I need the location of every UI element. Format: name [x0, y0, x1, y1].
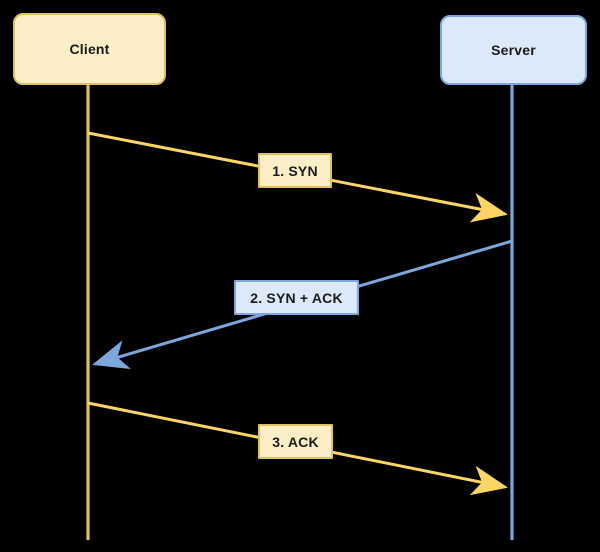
participant-server[interactable]: Server: [440, 15, 587, 85]
message-label-syn-ack[interactable]: 2. SYN + ACK: [234, 280, 359, 315]
message-label-syn-text: 1. SYN: [272, 162, 318, 179]
participant-server-label: Server: [491, 42, 536, 58]
message-label-ack[interactable]: 3. ACK: [258, 424, 333, 459]
message-label-ack-text: 3. ACK: [272, 433, 319, 450]
participant-client-label: Client: [69, 41, 110, 57]
message-label-syn-ack-text: 2. SYN + ACK: [250, 289, 343, 306]
message-label-syn[interactable]: 1. SYN: [258, 153, 332, 188]
participant-client[interactable]: Client: [13, 13, 166, 85]
